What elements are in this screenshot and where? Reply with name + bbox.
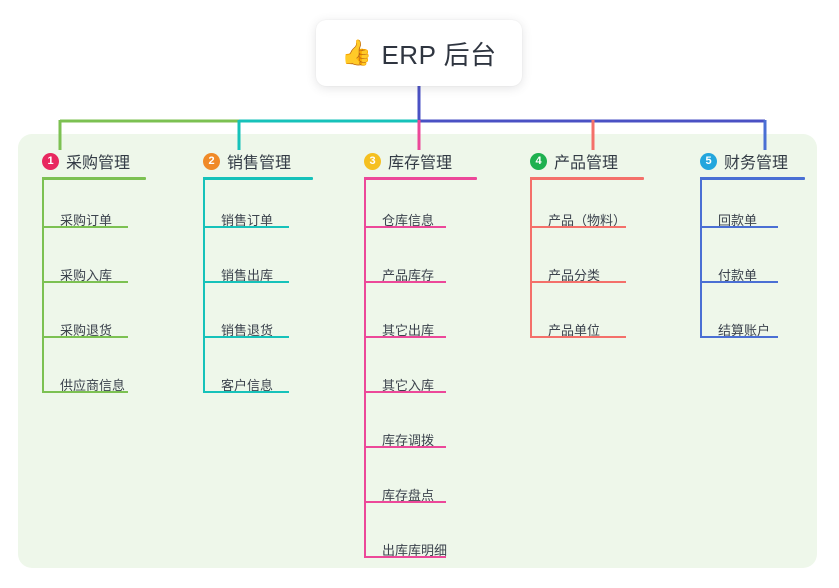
leaf-underline <box>530 281 626 283</box>
branch-spine <box>364 177 366 556</box>
leaf-node[interactable]: 库存调拨 <box>382 433 435 448</box>
thumbs-up-icon: 👍 <box>341 38 373 67</box>
branch-spine <box>42 177 44 391</box>
leaf-node[interactable]: 产品分类 <box>548 268 601 283</box>
leaf-node[interactable]: 销售出库 <box>221 268 274 283</box>
leaf-underline <box>700 226 778 228</box>
branch-number-badge: 5 <box>700 152 717 170</box>
leaf-node[interactable]: 客户信息 <box>221 378 274 393</box>
leaf-underline <box>42 391 128 393</box>
leaf-node[interactable]: 产品库存 <box>382 268 435 283</box>
branch-number-badge: 1 <box>42 152 59 170</box>
branch-title: 库存管理 <box>388 155 453 172</box>
leaf-node[interactable]: 付款单 <box>718 268 758 283</box>
leaf-node[interactable]: 回款单 <box>718 213 758 228</box>
leaf-node[interactable]: 产品（物料） <box>548 213 627 228</box>
leaf-underline <box>364 391 446 393</box>
branch-title: 销售管理 <box>227 155 292 172</box>
diagram-panel <box>18 134 817 568</box>
leaf-underline <box>364 446 446 448</box>
branch-header-2[interactable]: 2 销售管理 <box>203 150 291 172</box>
branch-number-badge: 2 <box>203 152 220 170</box>
branch-title: 产品管理 <box>554 155 619 172</box>
leaf-underline <box>42 281 128 283</box>
leaf-underline <box>42 336 128 338</box>
leaf-node[interactable]: 销售订单 <box>221 213 274 228</box>
branch-header-1[interactable]: 1 采购管理 <box>42 150 130 172</box>
leaf-underline <box>203 391 289 393</box>
branch-underline <box>364 177 477 180</box>
branch-underline <box>700 177 805 180</box>
leaf-node[interactable]: 仓库信息 <box>382 213 435 228</box>
branch-spine <box>203 177 205 391</box>
branch-header-3[interactable]: 3 库存管理 <box>364 150 452 172</box>
leaf-node[interactable]: 采购订单 <box>60 213 113 228</box>
branch-title: 财务管理 <box>724 155 789 172</box>
branch-underline <box>530 177 644 180</box>
leaf-underline <box>364 336 446 338</box>
leaf-underline <box>530 336 626 338</box>
root-node-title: ERP 后台 <box>381 39 497 70</box>
branch-header-4[interactable]: 4 产品管理 <box>530 150 618 172</box>
leaf-underline <box>364 501 446 503</box>
leaf-underline <box>364 556 446 558</box>
leaf-underline <box>530 226 626 228</box>
leaf-node[interactable]: 结算账户 <box>718 323 771 338</box>
leaf-node[interactable]: 其它出库 <box>382 323 435 338</box>
leaf-node[interactable]: 供应商信息 <box>60 378 126 393</box>
leaf-underline <box>700 281 778 283</box>
branch-title: 采购管理 <box>66 155 131 172</box>
leaf-node[interactable]: 采购入库 <box>60 268 113 283</box>
leaf-node[interactable]: 其它入库 <box>382 378 435 393</box>
leaf-underline <box>42 226 128 228</box>
leaf-node[interactable]: 销售退货 <box>221 323 274 338</box>
leaf-node[interactable]: 产品单位 <box>548 323 601 338</box>
leaf-node[interactable]: 采购退货 <box>60 323 113 338</box>
branch-number-badge: 4 <box>530 152 547 170</box>
leaf-underline <box>203 226 289 228</box>
branch-header-5[interactable]: 5 财务管理 <box>700 150 788 172</box>
branch-underline <box>42 177 146 180</box>
branch-underline <box>203 177 313 180</box>
root-node-content: 👍 ERP 后台 <box>341 35 496 72</box>
leaf-underline <box>700 336 778 338</box>
branch-spine <box>700 177 702 336</box>
leaf-node[interactable]: 出库库明细 <box>382 543 448 558</box>
branch-number-badge: 3 <box>364 152 381 170</box>
leaf-underline <box>364 226 446 228</box>
root-node[interactable]: 👍 ERP 后台 <box>316 20 522 86</box>
leaf-node[interactable]: 库存盘点 <box>382 488 435 503</box>
leaf-underline <box>364 281 446 283</box>
branch-spine <box>530 177 532 336</box>
leaf-underline <box>203 336 289 338</box>
leaf-underline <box>203 281 289 283</box>
